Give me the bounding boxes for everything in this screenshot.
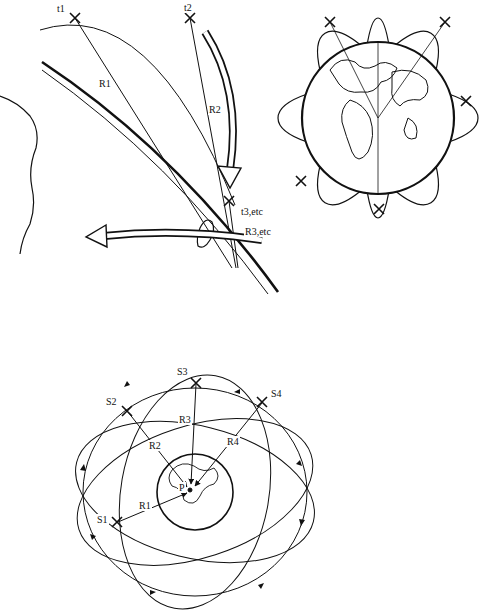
globe-figure <box>278 15 478 221</box>
orbit <box>61 398 330 585</box>
earth <box>157 454 233 530</box>
satellite-label: S1 <box>96 514 109 525</box>
satellite-label: S4 <box>270 388 283 399</box>
point-label: P <box>178 482 186 493</box>
pass-figure <box>0 13 278 294</box>
satellite-label: S3 <box>176 366 189 377</box>
range-label: R3,etc <box>244 226 272 237</box>
range-label: R1 <box>138 500 152 511</box>
constellation-figure <box>59 363 332 613</box>
continent <box>342 100 373 159</box>
sight-line <box>330 22 378 118</box>
satellite-symbols <box>70 13 234 206</box>
range-lines <box>118 384 262 522</box>
orbit <box>296 15 460 221</box>
orbit <box>59 392 332 593</box>
continent <box>392 70 428 106</box>
time-label: t1 <box>56 3 66 14</box>
orbit <box>83 388 307 596</box>
orbit <box>296 15 460 221</box>
satellite-label: S2 <box>105 396 118 407</box>
sight-line <box>378 22 445 118</box>
continent <box>404 118 417 139</box>
range-label: R2 <box>208 104 222 115</box>
position-point <box>188 488 192 492</box>
time-label: t3,etc <box>240 206 264 217</box>
orbit-ticks <box>80 381 305 595</box>
range-label: R2 <box>148 440 162 451</box>
satellite-symbols <box>296 17 471 214</box>
motion-arrow <box>205 32 241 188</box>
coastline <box>0 96 37 254</box>
satellite-track <box>40 25 235 205</box>
satellite-symbols <box>112 378 267 527</box>
time-label: t2 <box>183 2 193 13</box>
range-label: R3 <box>178 414 192 425</box>
orbit <box>102 363 289 613</box>
continent <box>330 60 397 93</box>
motion-arrow <box>86 225 262 247</box>
range-label: R4 <box>226 436 240 447</box>
range-label: R1 <box>98 78 112 89</box>
